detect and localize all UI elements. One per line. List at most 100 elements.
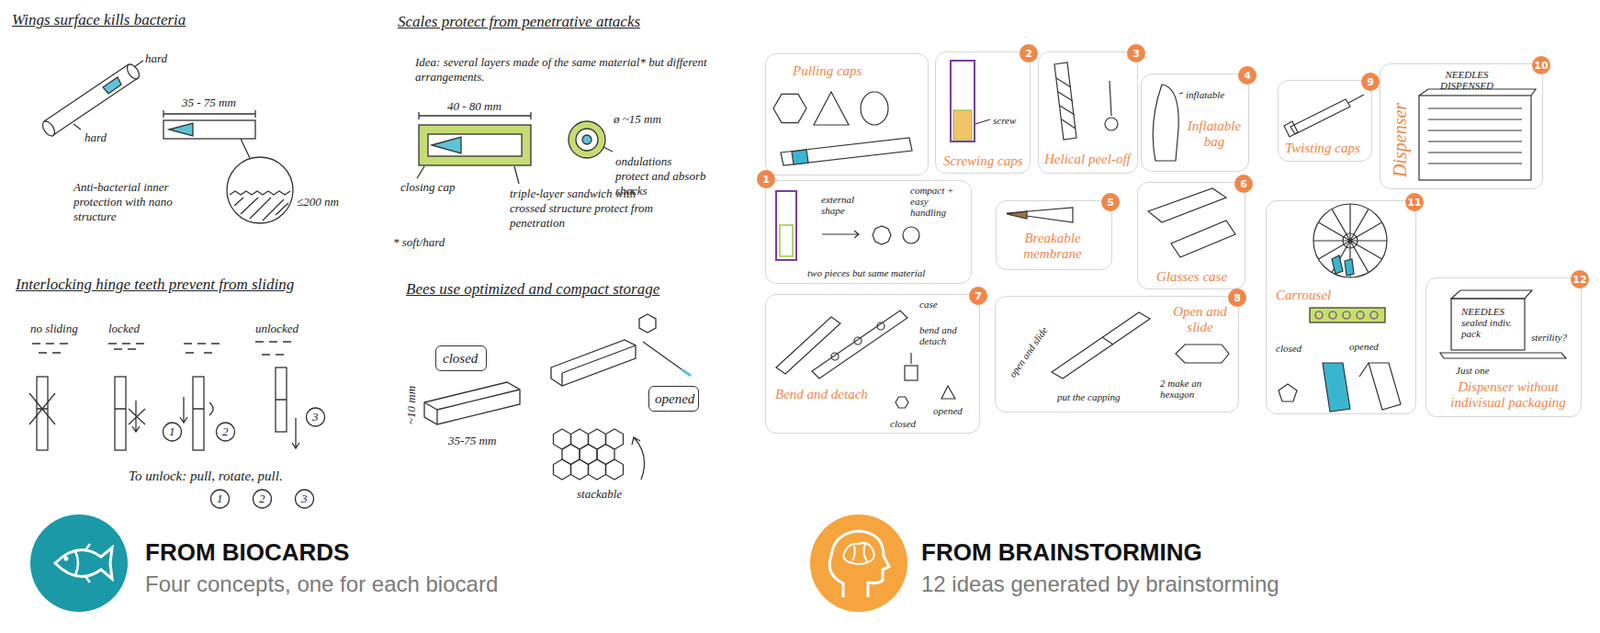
node-title: external shape xyxy=(821,193,868,216)
idea-box: external shape compact + easy handling two… xyxy=(765,180,972,284)
node-title: Breakable membrane xyxy=(1020,230,1085,262)
node-note: compact + easy handling xyxy=(910,184,961,218)
concept-heading: Wings surface kills bacteria xyxy=(11,11,186,30)
hinge-sketch-stroke xyxy=(253,489,272,508)
callout-number: 1 xyxy=(756,169,776,189)
idea-sketches-stroke xyxy=(1313,203,1387,278)
annotation: hard xyxy=(84,130,107,146)
section-subtitle: Four concepts, one for each biocard xyxy=(145,571,498,598)
wing-sketch-stroke xyxy=(73,60,144,130)
section-subtitle: 12 ideas generated by brainstorming xyxy=(921,571,1280,598)
idea-sketches-stroke xyxy=(813,91,849,125)
node-note: closed xyxy=(1275,342,1302,354)
scale-sketch-stroke xyxy=(575,128,598,151)
storage-sketch-stroke xyxy=(681,369,691,376)
idea-sketches-stroke xyxy=(811,310,908,379)
idea-sketches xyxy=(773,60,1567,412)
idea-box: Bend and detachcasebend and detachopened… xyxy=(765,293,981,434)
annotation: 35 - 75 mm xyxy=(181,95,237,111)
annotation: 3 xyxy=(301,491,308,507)
idea-sketches-stroke xyxy=(1104,117,1118,131)
number-text: 6 xyxy=(1239,178,1248,191)
brainstorm-icon-stroke xyxy=(829,530,890,598)
number-text: 12 xyxy=(1572,273,1587,286)
idea-sketches-stroke xyxy=(1419,89,1536,164)
callout-number: 4 xyxy=(1238,66,1257,85)
annotation: To unlock: pull, rotate, pull. xyxy=(128,468,283,485)
annotation: ≤200 nm xyxy=(296,194,339,210)
idea-sketches-stroke xyxy=(860,91,889,125)
node-note: sterility? xyxy=(1531,331,1567,343)
node-title: Bend and detach xyxy=(775,386,868,403)
node-note: put the capping xyxy=(1057,391,1120,403)
hinge-sketch-stroke xyxy=(211,489,230,508)
storage-sketch-stroke xyxy=(606,459,624,480)
idea-sketches-stroke xyxy=(1440,352,1567,359)
idea-sketches-stroke xyxy=(1348,94,1364,103)
state-box: closed xyxy=(435,345,487,372)
idea-sketches-stroke xyxy=(1179,92,1184,94)
biocard-icon-stroke xyxy=(55,547,113,579)
callout-number: 8 xyxy=(1228,288,1247,307)
annotation: 1 xyxy=(216,491,224,507)
hinge-sketch xyxy=(29,341,326,508)
idea-sketches-stroke xyxy=(779,225,793,257)
annotation: triple-layer sandwich with crossed struc… xyxy=(509,186,662,231)
idea-box: DispenserNEEDLES DISPENSED10 xyxy=(1379,63,1544,190)
idea-box: Helical peel-off3 xyxy=(1037,51,1139,174)
idea-sketches-stroke xyxy=(1331,255,1343,274)
idea-sketches-stroke xyxy=(1451,290,1533,299)
node-note: NEEDLES DISPENSED xyxy=(1430,68,1504,91)
idea-sketches-stroke xyxy=(1329,311,1337,319)
callout-number: 5 xyxy=(1101,192,1120,212)
hinge-sketch-stroke xyxy=(275,399,300,449)
node-note: 2 make an hexagon xyxy=(1160,377,1217,400)
hinge-sketch-stroke xyxy=(32,343,68,353)
scale-sketch-stroke xyxy=(568,121,606,158)
hinge-sketch-stroke xyxy=(163,422,182,441)
wing-sketch-stroke xyxy=(169,123,193,136)
idea-sketches-stroke xyxy=(1356,311,1364,319)
node-note: open and slide xyxy=(1006,324,1050,379)
idea-box: Inflatable baginflatable4 xyxy=(1140,73,1250,172)
idea-sketches-stroke xyxy=(950,60,975,142)
wing-sketch-stroke xyxy=(234,197,289,221)
node-title: Helical peel-off xyxy=(1044,151,1131,168)
callout-number: 2 xyxy=(1019,44,1038,63)
number-text: 2 xyxy=(1025,47,1033,60)
idea-sketches-stroke xyxy=(1148,188,1227,223)
section-heading: FROM BRAINSTORMING xyxy=(921,538,1203,567)
scale-sketch-stroke xyxy=(582,135,592,145)
wing-sketch-stroke xyxy=(102,77,122,94)
idea-sketches-stroke xyxy=(1368,362,1401,410)
idea-sketches-stroke xyxy=(1175,344,1229,363)
idea-sketches-stroke xyxy=(1315,311,1323,319)
idea-sketches-stroke xyxy=(1278,383,1297,402)
section-heading: FROM BIOCARDS xyxy=(145,538,350,567)
annotation: * soft/hard xyxy=(393,235,445,250)
idea-sketches-stroke xyxy=(1152,84,1179,161)
concept-heading: Scales protect from penetrative attacks xyxy=(397,12,641,32)
wing-sketch-stroke xyxy=(40,119,57,139)
idea-sketches-stroke xyxy=(776,191,797,260)
annotation: Idea: several layers made of the same ma… xyxy=(415,55,710,85)
storage-sketch-stroke xyxy=(642,341,682,370)
idea-sketches-stroke xyxy=(1006,211,1027,219)
idea-sketches-stroke xyxy=(1006,207,1073,223)
node-note: two pieces but same material xyxy=(807,267,925,279)
idea-box: Breakable membrane5 xyxy=(995,200,1113,271)
idea-sketches-stroke xyxy=(780,137,913,166)
scale-sketch-stroke xyxy=(418,124,531,166)
idea-sketches-stroke xyxy=(1284,121,1298,137)
number-text: 9 xyxy=(1366,76,1375,89)
idea-sketches-stroke xyxy=(1451,298,1525,350)
storage-sketch xyxy=(424,314,691,480)
hinge-sketch-stroke xyxy=(108,343,145,350)
idea-sketches-stroke xyxy=(895,396,909,408)
number-text: 8 xyxy=(1233,292,1241,305)
wing-sketch xyxy=(40,60,293,224)
node-note: inflatable xyxy=(1185,89,1225,101)
hinge-sketch-stroke xyxy=(306,407,326,427)
